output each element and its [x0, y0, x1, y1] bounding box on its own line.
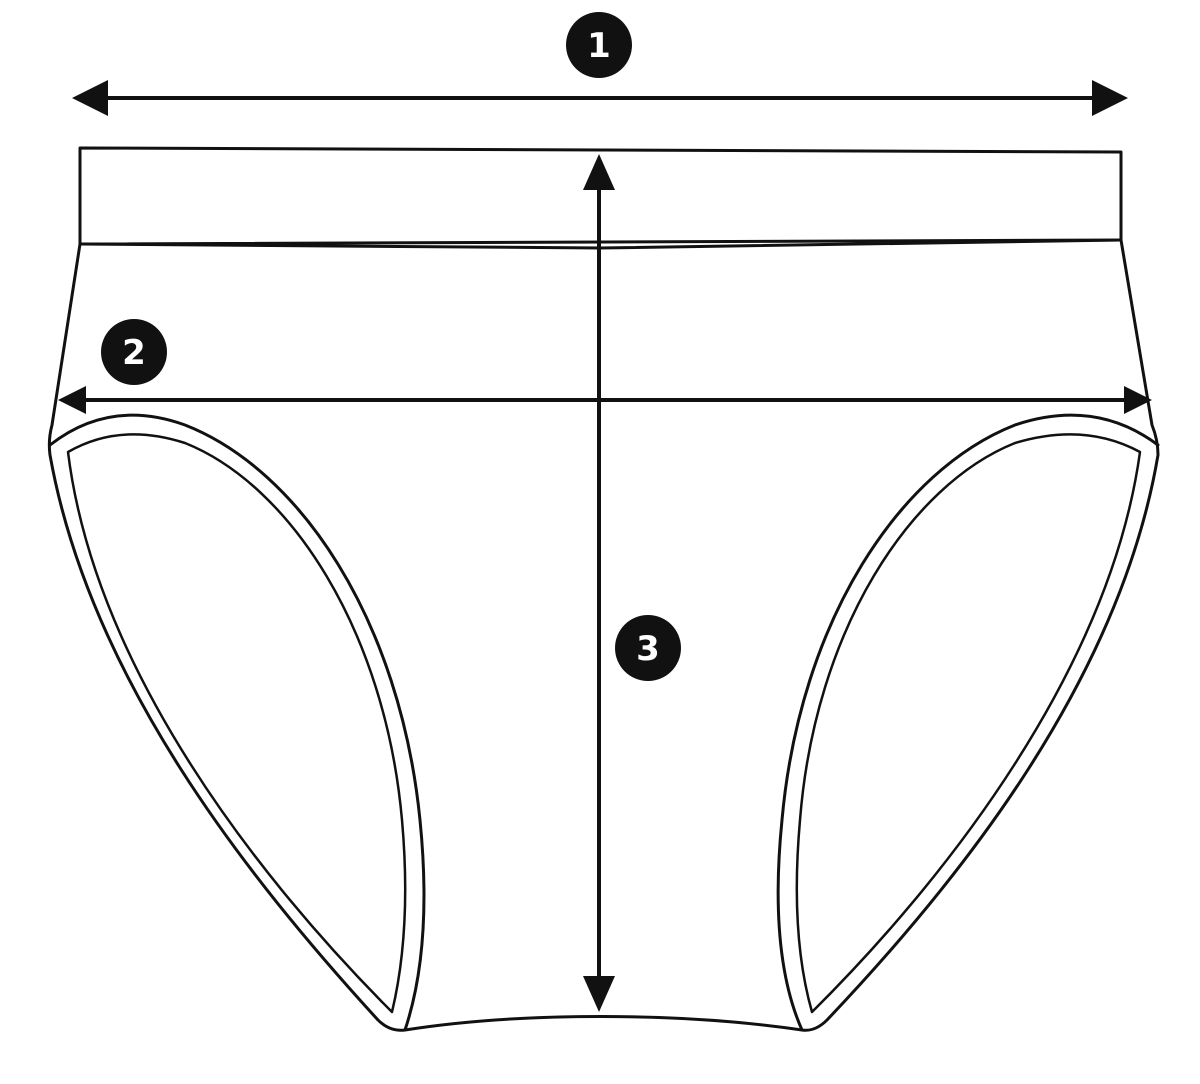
- measurement-2-arrowhead-left: [58, 386, 86, 414]
- measurement-2-arrowhead-right: [1124, 386, 1152, 414]
- measurement-1-arrow: [72, 80, 1128, 116]
- measurement-3-label: 3: [636, 629, 660, 669]
- right-leg-opening-outer: [776, 413, 1160, 1032]
- left-leg-opening-inner: [66, 433, 407, 1014]
- measurement-2-label: 2: [122, 333, 146, 373]
- measurement-2-badge: 2: [101, 319, 167, 385]
- measurement-1-badge: 1: [566, 12, 632, 78]
- left-leg-opening-outer: [48, 413, 426, 1032]
- brief-body-outline: [47, 238, 1160, 1032]
- measurement-1-label: 1: [587, 26, 611, 66]
- measurement-3-arrow: [583, 154, 615, 1012]
- measurement-3-arrowhead-bottom: [583, 976, 615, 1012]
- measurement-3-badge: 3: [615, 615, 681, 681]
- measurement-1-arrowhead-left: [72, 80, 108, 116]
- measurement-1-arrowhead-right: [1092, 80, 1128, 116]
- measurement-2-arrow: [58, 386, 1152, 414]
- measurement-3-arrowhead-top: [583, 154, 615, 190]
- right-leg-opening-inner: [795, 433, 1142, 1014]
